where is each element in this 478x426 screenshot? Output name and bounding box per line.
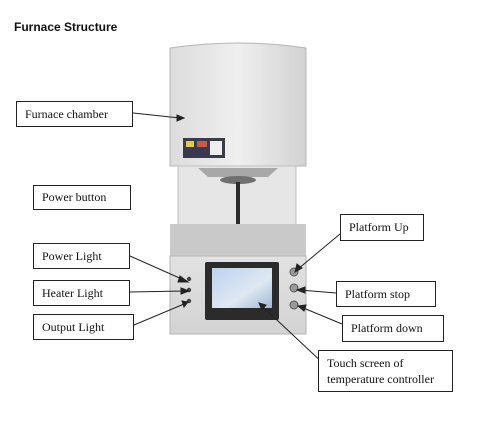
platform-rod: [236, 182, 240, 226]
label-platform-down: Platform down: [342, 315, 444, 342]
label-touch-screen-line2: temperature controller: [327, 372, 434, 386]
power-light: [186, 276, 192, 282]
label-power-light: Power Light: [33, 243, 130, 269]
label-furnace-chamber: Furnace chamber: [16, 101, 133, 127]
touch-screen: [212, 268, 272, 308]
diagram-title: Furnace Structure: [14, 20, 118, 34]
platform-stop-button: [289, 283, 299, 293]
label-touch-screen-line1: Touch screen of: [327, 356, 404, 370]
label-output-light: Output Light: [33, 314, 134, 340]
label-heater-light: Heater Light: [33, 280, 130, 306]
leader-arrows: [129, 112, 343, 367]
label-platform-stop: Platform stop: [336, 281, 436, 307]
platform-down-button: [289, 300, 299, 310]
label-touch-screen: Touch screen of temperature controller: [318, 350, 453, 392]
label-platform-up: Platform Up: [340, 214, 424, 241]
platform-dish: [198, 168, 278, 177]
furnace-chamber: [169, 42, 307, 167]
label-power-button: Power button: [33, 185, 131, 210]
furnace-base-top: [170, 224, 306, 258]
